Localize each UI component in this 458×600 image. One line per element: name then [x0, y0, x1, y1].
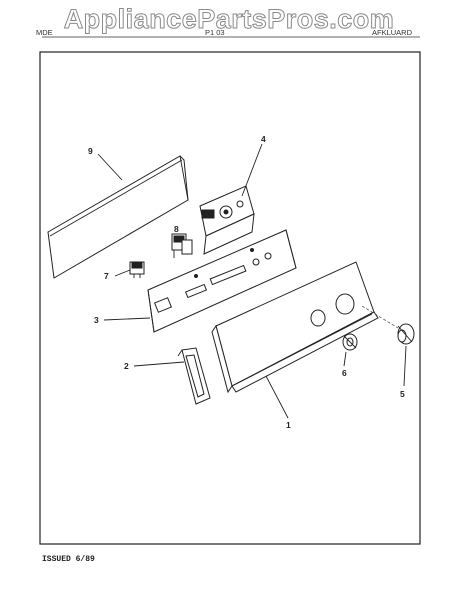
diagram-frame — [39, 51, 421, 545]
header-left: MDE — [36, 28, 53, 37]
callout-4: 4 — [261, 134, 266, 144]
callout-8: 8 — [174, 224, 179, 234]
callout-5: 5 — [400, 389, 405, 399]
callout-9: 9 — [88, 146, 93, 156]
part-4-timer — [199, 185, 255, 255]
leader-1 — [265, 375, 289, 419]
leader-4 — [241, 143, 263, 197]
leader-3 — [103, 317, 151, 321]
leader-2 — [133, 361, 185, 367]
header-center: P1 03 — [205, 28, 225, 37]
leader-9 — [97, 153, 123, 181]
part-2-end-cap — [177, 347, 211, 405]
part-8-switch — [171, 233, 193, 258]
part-5-knob — [397, 323, 415, 345]
callout-1: 1 — [286, 420, 291, 430]
part-3-control-panel — [147, 229, 297, 333]
callout-6: 6 — [342, 368, 347, 378]
leader-6 — [343, 351, 347, 367]
header-right: AFKLUARD — [372, 28, 413, 37]
callout-2: 2 — [124, 361, 129, 371]
part-1-console — [211, 261, 379, 394]
callout-3: 3 — [94, 315, 99, 325]
assembly-path — [361, 305, 399, 329]
part-9-panel — [47, 155, 189, 279]
part-6-knob — [342, 333, 358, 351]
footer-issued: ISSUED 6/89 — [42, 555, 95, 564]
watermark-logo: AppliancePartsPros.com — [64, 4, 395, 34]
callout-7: 7 — [104, 271, 109, 281]
part-7-switch — [129, 261, 145, 278]
leader-5 — [403, 345, 407, 387]
leader-7 — [114, 269, 131, 277]
